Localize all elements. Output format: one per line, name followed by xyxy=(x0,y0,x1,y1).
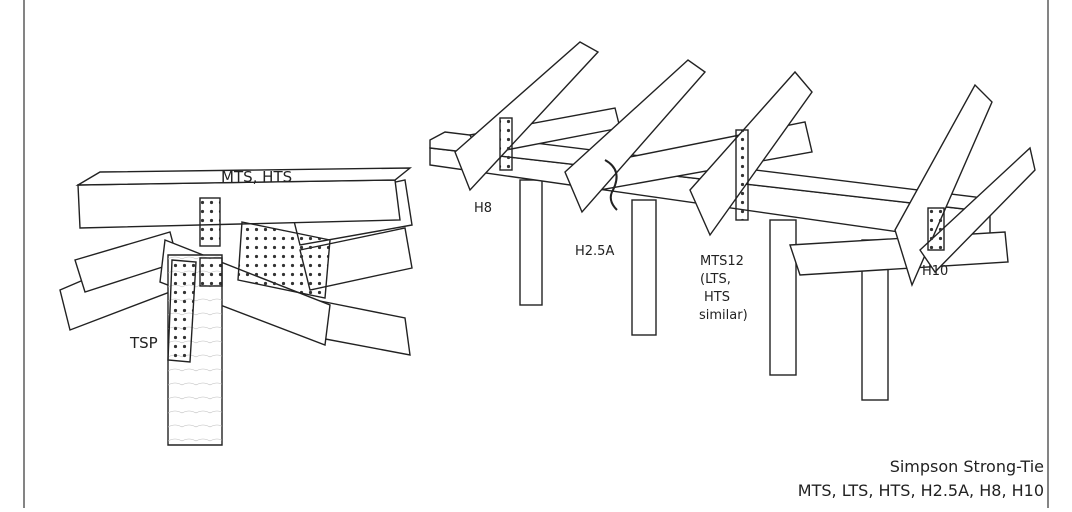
rafter-3 xyxy=(689,70,813,237)
label-h25a: H2.5A xyxy=(575,244,614,259)
label-mts12-line3: HTS xyxy=(704,290,730,305)
rafter-5 xyxy=(919,146,1036,274)
post-1 xyxy=(519,179,543,306)
top-beam xyxy=(77,179,401,229)
caption-line1: Simpson Strong-Tie xyxy=(890,457,1044,476)
label-mts12-line4: similar) xyxy=(699,308,748,323)
h10-connector xyxy=(927,207,945,251)
right-assembly xyxy=(429,41,1036,401)
post-3 xyxy=(769,219,797,376)
label-mts12-line1: MTS12 xyxy=(700,254,744,269)
tsp-plate xyxy=(167,259,197,363)
label-h8: H8 xyxy=(474,201,492,216)
label-tsp: TSP xyxy=(129,334,158,352)
h25a-connector xyxy=(604,159,618,211)
label-mts-hts: MTS, HTS xyxy=(221,168,292,186)
label-mts12-line2: (LTS, xyxy=(700,272,731,287)
tsp-tab xyxy=(199,257,223,287)
perforated-plate xyxy=(237,221,331,299)
post-2 xyxy=(631,199,657,336)
mts12-connector xyxy=(735,129,749,221)
label-h10: H10 xyxy=(922,264,948,279)
left-assembly xyxy=(59,167,413,446)
caption-line2: MTS, LTS, HTS, H2.5A, H8, H10 xyxy=(798,481,1044,500)
mts-hts-strap xyxy=(199,197,221,247)
rafter-2 xyxy=(564,59,707,214)
rafter-4 xyxy=(894,83,993,288)
top-beam-face xyxy=(75,167,413,186)
h8-connector xyxy=(499,117,513,171)
rafter-1 xyxy=(454,41,600,192)
